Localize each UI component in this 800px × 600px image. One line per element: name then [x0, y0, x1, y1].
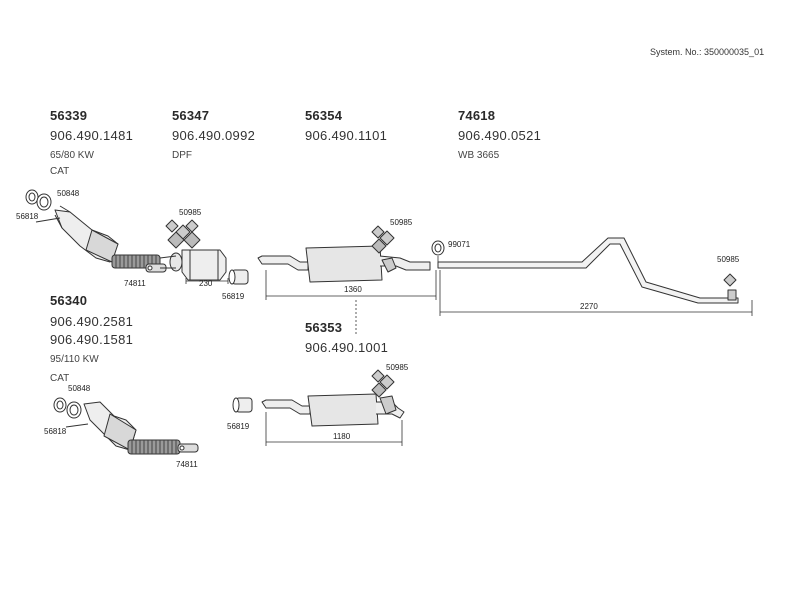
part-number-56354: 56354	[305, 108, 343, 123]
part-number-56353: 56353	[305, 320, 343, 335]
low-hangers	[371, 369, 395, 398]
dimension-1180: 1180	[333, 432, 351, 441]
label-50985: 50985	[390, 218, 413, 227]
label-74811: 74811	[176, 460, 198, 469]
label-74811: 74811	[124, 279, 146, 288]
tail-pipe	[437, 237, 739, 304]
label-56819: 56819	[222, 292, 245, 301]
oem-number: 906.490.0521	[458, 128, 542, 143]
low-clamp-ring	[66, 401, 82, 419]
part-number-56339: 56339	[50, 108, 88, 123]
low-sleeve	[232, 397, 253, 413]
label-56819: 56819	[227, 422, 250, 431]
dimension-230: 230	[199, 279, 213, 288]
dimension-lines	[185, 256, 753, 446]
dpf-sleeve	[228, 269, 249, 285]
dpf-note: DPF	[172, 150, 192, 161]
middle-muffler	[257, 245, 431, 283]
dpf-hangers	[165, 219, 201, 249]
oem-number: 906.490.0992	[172, 128, 256, 143]
top-gasket-ring	[25, 189, 39, 205]
low-flex-clamp	[177, 443, 199, 453]
low-flex-pipe	[127, 439, 181, 455]
oem-number: 906.490.1001	[305, 340, 389, 355]
label-56818: 56818	[16, 212, 39, 221]
label-50985: 50985	[717, 255, 740, 264]
label-56818: 56818	[44, 427, 67, 436]
label-50848: 50848	[57, 189, 80, 198]
dimension-1360: 1360	[344, 285, 362, 294]
power-note: 95/110 KW	[50, 354, 99, 365]
top-flex-clamp	[145, 263, 167, 273]
top-catalyst	[54, 205, 119, 263]
power-note: 65/80 KW	[50, 150, 94, 161]
label-50985: 50985	[386, 363, 409, 372]
oem-number: 906.490.1101	[305, 128, 388, 143]
part-number-56340: 56340	[50, 293, 88, 308]
oem-number: 906.490.1581	[50, 332, 134, 347]
wb-note: WB 3665	[458, 150, 500, 161]
system-number: System. No.: 350000035_01	[650, 47, 765, 57]
oem-number: 906.490.1481	[50, 128, 134, 143]
dimension-2270: 2270	[580, 302, 598, 311]
dpf-body	[159, 249, 227, 281]
label-50985: 50985	[179, 208, 202, 217]
label-99071: 99071	[448, 240, 471, 249]
top-clamp-ring	[36, 193, 52, 211]
part-number-56347: 56347	[172, 108, 210, 123]
oem-number: 906.490.2581	[50, 314, 134, 329]
low-gasket-ring	[53, 397, 67, 413]
low-middle-muffler	[261, 393, 405, 427]
cat-note: CAT	[50, 373, 70, 384]
middle-clamp	[431, 240, 445, 256]
part-number-74618: 74618	[458, 108, 496, 123]
cat-note: CAT	[50, 166, 70, 177]
middle-hangers	[371, 225, 395, 254]
label-50848: 50848	[68, 384, 91, 393]
